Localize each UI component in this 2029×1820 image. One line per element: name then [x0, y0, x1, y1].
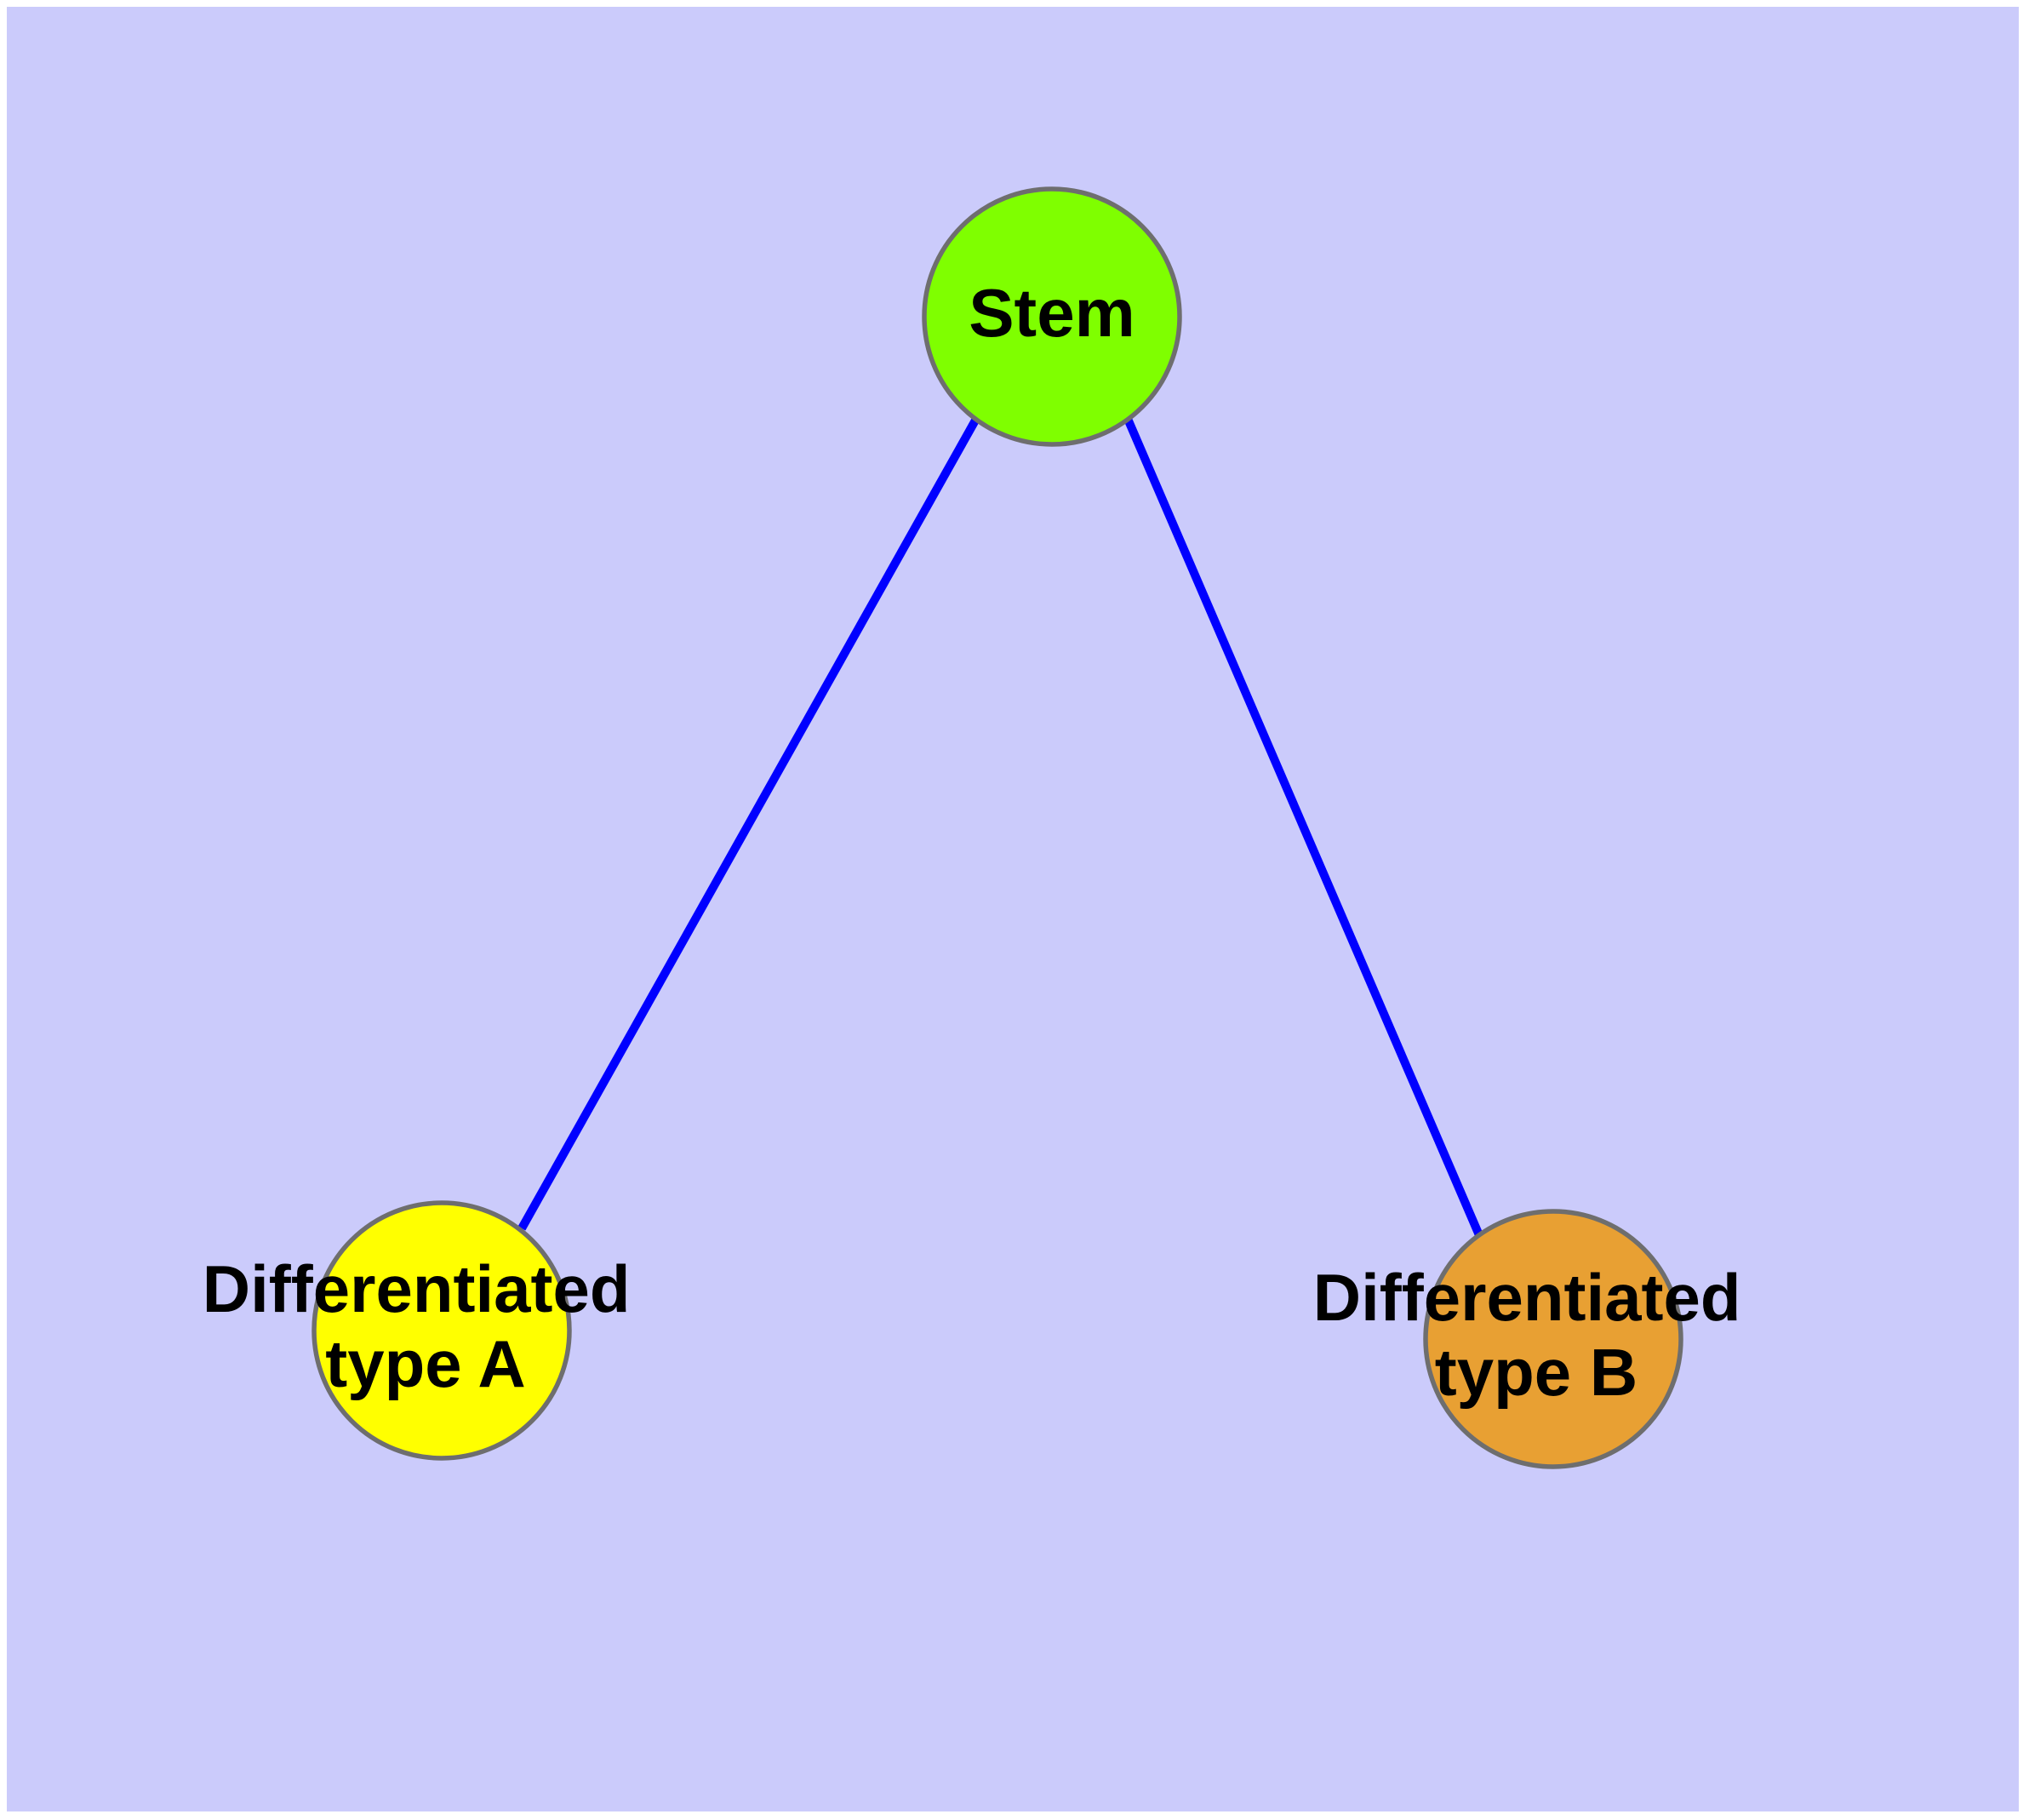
node-differentiated-type-a[interactable] [311, 1200, 572, 1461]
node-labels-layer: Stem Differentiated type A Differentiate… [203, 275, 1759, 1410]
edge-stem-to-differentiated-type-a[interactable] [517, 416, 980, 1231]
node-circle-differentiated-type-a[interactable] [311, 1200, 572, 1461]
node-label-differentiated-type-b-line-1: Differentiated [1313, 1260, 1741, 1335]
node-label-differentiated-type-a: Differentiated type A [203, 1251, 649, 1401]
node-differentiated-type-b[interactable] [1423, 1209, 1683, 1469]
node-label-differentiated-type-a-line-1: Differentiated [203, 1251, 631, 1326]
node-label-differentiated-type-a-line-2: type A [325, 1326, 526, 1401]
node-label-stem-line-1: Stem [969, 275, 1135, 351]
edges-layer [517, 416, 1483, 1237]
node-label-differentiated-type-b: Differentiated type B [1313, 1260, 1759, 1410]
node-label-differentiated-type-b-line-2: type B [1435, 1335, 1637, 1410]
node-label-stem: Stem [969, 275, 1135, 351]
node-circle-stem[interactable] [922, 186, 1182, 447]
edge-stem-to-differentiated-type-b[interactable] [1123, 417, 1483, 1237]
node-circle-differentiated-type-b[interactable] [1423, 1209, 1683, 1469]
node-stem[interactable] [922, 186, 1182, 447]
nodes-layer [311, 186, 1683, 1469]
